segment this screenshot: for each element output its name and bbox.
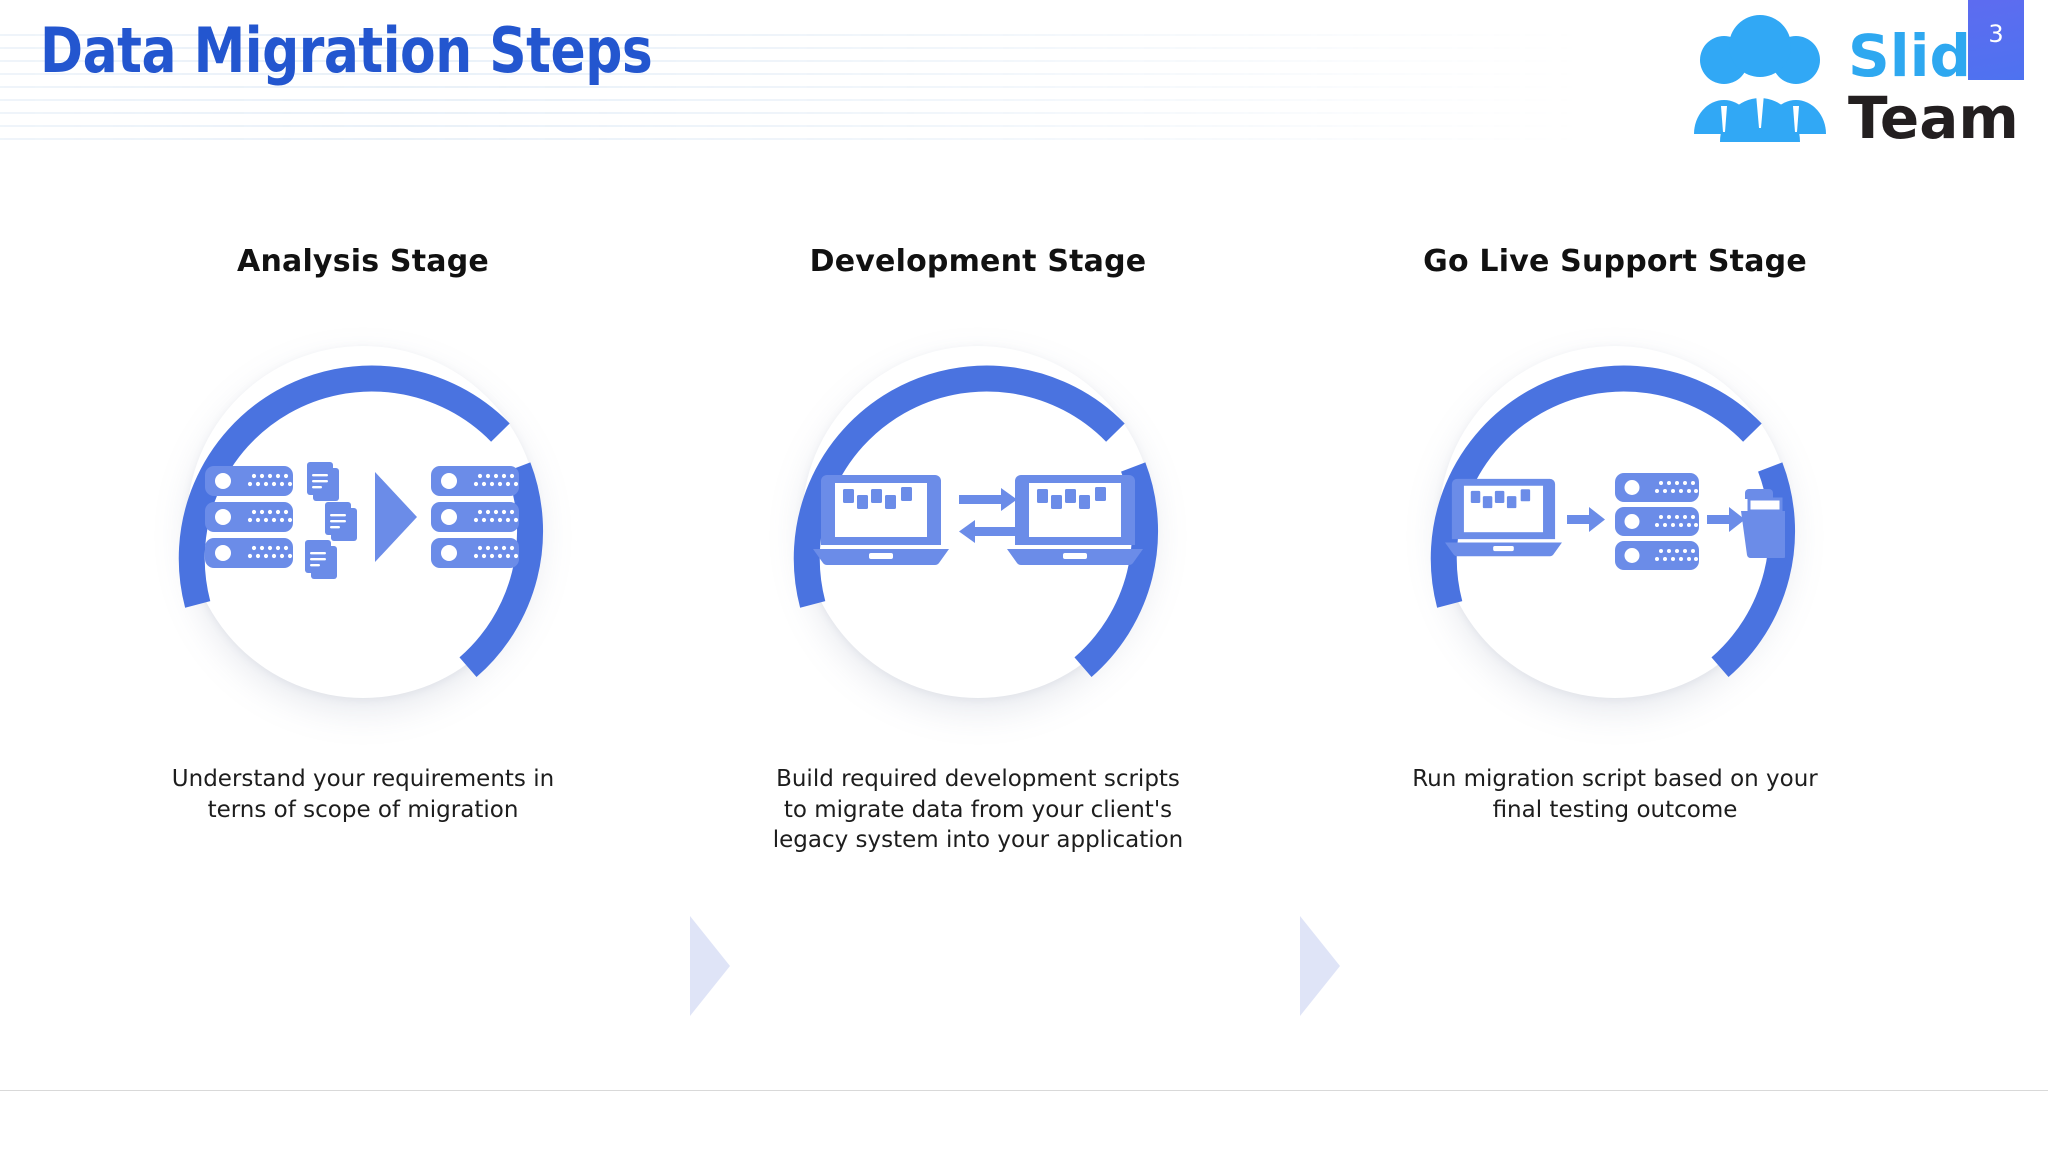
stage-circle xyxy=(778,322,1178,722)
stage-title: Analysis Stage xyxy=(237,244,489,279)
stage-analysis: Analysis Stage xyxy=(53,240,673,940)
bidirectional-arrows-icon xyxy=(959,488,1017,543)
footer-divider xyxy=(0,1090,2048,1091)
stage-caption: Understand your requirements in terns of… xyxy=(171,766,555,823)
logo-word-team: Team xyxy=(1848,84,2019,150)
screen-documents xyxy=(1470,489,1531,509)
stages-container: Analysis Stage xyxy=(0,240,2048,1016)
laptop-server-folder-icon xyxy=(1415,322,1815,722)
stage-go-live-support: Go Live Support Stage xyxy=(1305,240,1925,940)
progress-ring-arcs xyxy=(178,365,544,678)
chevron-separator-1 xyxy=(690,916,730,1016)
chevron-separator-2 xyxy=(1300,916,1340,1016)
document-pages-icon xyxy=(305,462,357,579)
folder-icon xyxy=(1741,489,1785,559)
stage-caption: Build required development scripts to mi… xyxy=(772,766,1184,854)
page-number-badge: 3 xyxy=(1968,0,2024,80)
server-rack-icon xyxy=(1615,473,1699,570)
server-rack-right xyxy=(431,466,519,568)
people-group-icon xyxy=(1694,15,1826,142)
progress-ring-arcs xyxy=(1430,365,1796,678)
arrow-right-icon-2 xyxy=(1707,507,1745,532)
server-rack-left xyxy=(205,466,293,568)
stage-circle xyxy=(1415,322,1815,722)
server-to-server-documents-icon xyxy=(163,322,563,722)
arrow-right-icon-1 xyxy=(1567,507,1605,532)
screen-documents xyxy=(843,487,912,509)
stage-circle xyxy=(163,322,563,722)
progress-ring-arcs xyxy=(793,365,1159,678)
laptop-right-icon xyxy=(1007,475,1143,565)
screen-documents xyxy=(1037,487,1106,509)
stage-title: Go Live Support Stage xyxy=(1423,244,1807,279)
stage-title: Development Stage xyxy=(809,244,1147,279)
play-arrow-icon xyxy=(375,472,417,562)
stage-development: Development Stage xyxy=(668,240,1288,940)
laptop-sync-laptop-icon xyxy=(778,322,1178,722)
page-title: Data Migration Steps xyxy=(40,14,653,87)
laptop-left-icon xyxy=(813,475,949,565)
laptop-icon xyxy=(1445,478,1562,557)
stage-caption: Run migration script based on your final… xyxy=(1412,766,1818,823)
